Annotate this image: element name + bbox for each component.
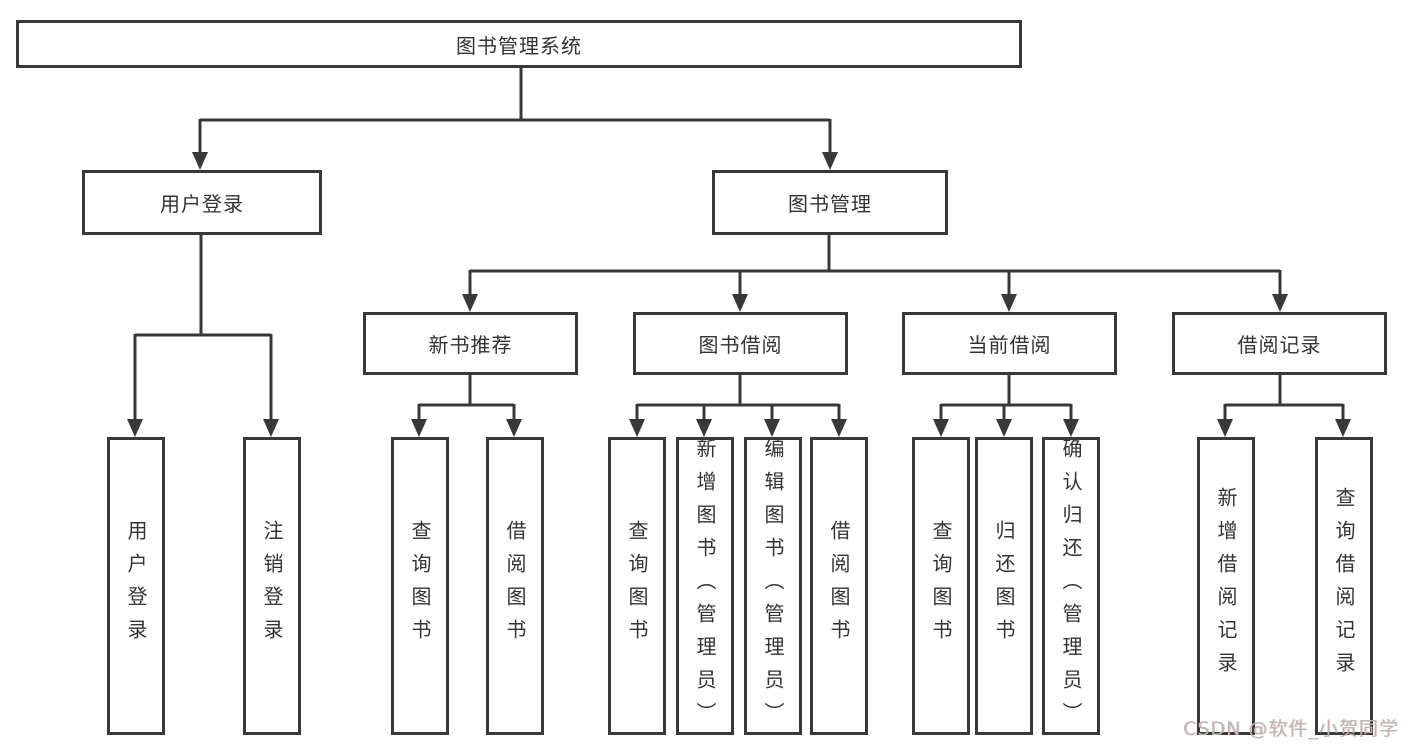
csdn-watermark: CSDN @软件_小贺同学 xyxy=(1183,718,1399,740)
arrowhead-down-icon xyxy=(831,419,847,437)
arrowhead-down-icon xyxy=(996,419,1012,437)
leaf-edit-book-admin-label: 编辑图书（管理员） xyxy=(761,437,785,735)
node-book-borrow-label: 图书借阅 xyxy=(698,333,783,357)
leaf-borrow-book-label: 借阅图书 xyxy=(827,520,851,652)
leaf-query-book-recommend-label: 查询图书 xyxy=(408,520,432,652)
arrowhead-down-icon xyxy=(411,419,427,437)
leaf-confirm-return-admin-label: 确认归还（管理员） xyxy=(1059,437,1083,735)
node-book-borrow: 图书借阅 xyxy=(633,312,848,375)
leaf-edit-book-admin: 编辑图书（管理员） xyxy=(744,437,802,735)
arrowhead-down-icon xyxy=(933,419,949,437)
node-user-login: 用户登录 xyxy=(82,170,322,235)
arrowhead-down-icon xyxy=(696,419,712,437)
leaf-return-book-label: 归还图书 xyxy=(992,520,1016,652)
node-new-book-recommend-label: 新书推荐 xyxy=(428,333,513,357)
leaf-user-login-label: 用户登录 xyxy=(124,520,148,652)
arrowhead-down-icon xyxy=(822,152,838,170)
arrowhead-down-icon xyxy=(629,419,645,437)
arrowhead-down-icon xyxy=(192,152,208,170)
leaf-borrow-book: 借阅图书 xyxy=(810,437,868,735)
leaf-query-book-current-label: 查询图书 xyxy=(929,520,953,652)
leaf-query-book-borrow-label: 查询图书 xyxy=(625,520,649,652)
node-user-login-label: 用户登录 xyxy=(160,192,244,216)
node-borrow-records-label: 借阅记录 xyxy=(1237,333,1322,357)
leaf-logout-label: 注销登录 xyxy=(260,520,284,652)
node-root-label: 图书管理系统 xyxy=(456,33,582,58)
arrowhead-down-icon xyxy=(1063,419,1079,437)
leaf-add-borrow-record-label: 新增借阅记录 xyxy=(1214,487,1238,685)
arrowhead-down-icon xyxy=(1335,419,1351,437)
leaf-borrow-book-recommend: 借阅图书 xyxy=(486,437,544,735)
arrowhead-down-icon xyxy=(732,294,748,312)
leaf-add-borrow-record: 新增借阅记录 xyxy=(1197,437,1255,735)
node-root: 图书管理系统 xyxy=(16,20,1022,68)
arrowhead-down-icon xyxy=(127,419,143,437)
leaf-borrow-book-recommend-label: 借阅图书 xyxy=(503,520,527,652)
leaf-add-book-admin-label: 新增图书（管理员） xyxy=(693,437,717,735)
leaf-logout: 注销登录 xyxy=(243,437,301,735)
node-current-borrow: 当前借阅 xyxy=(902,312,1117,375)
node-new-book-recommend: 新书推荐 xyxy=(363,312,578,375)
arrowhead-down-icon xyxy=(1217,419,1233,437)
arrowhead-down-icon xyxy=(1272,294,1288,312)
leaf-confirm-return-admin: 确认归还（管理员） xyxy=(1042,437,1100,735)
node-book-management: 图书管理 xyxy=(712,170,948,235)
arrowhead-down-icon xyxy=(1001,294,1017,312)
leaf-query-book-recommend: 查询图书 xyxy=(391,437,449,735)
leaf-query-book-borrow: 查询图书 xyxy=(608,437,666,735)
arrowhead-down-icon xyxy=(263,419,279,437)
arrowhead-down-icon xyxy=(462,294,478,312)
leaf-add-book-admin: 新增图书（管理员） xyxy=(676,437,734,735)
node-borrow-records: 借阅记录 xyxy=(1172,312,1387,375)
leaf-return-book: 归还图书 xyxy=(975,437,1033,735)
leaf-query-borrow-record-label: 查询借阅记录 xyxy=(1332,487,1356,685)
leaf-query-book-current: 查询图书 xyxy=(912,437,970,735)
arrowhead-down-icon xyxy=(506,419,522,437)
leaf-user-login: 用户登录 xyxy=(107,437,165,735)
leaf-query-borrow-record: 查询借阅记录 xyxy=(1315,437,1373,735)
arrowhead-down-icon xyxy=(764,419,780,437)
node-book-management-label: 图书管理 xyxy=(788,192,872,216)
node-current-borrow-label: 当前借阅 xyxy=(967,333,1052,357)
